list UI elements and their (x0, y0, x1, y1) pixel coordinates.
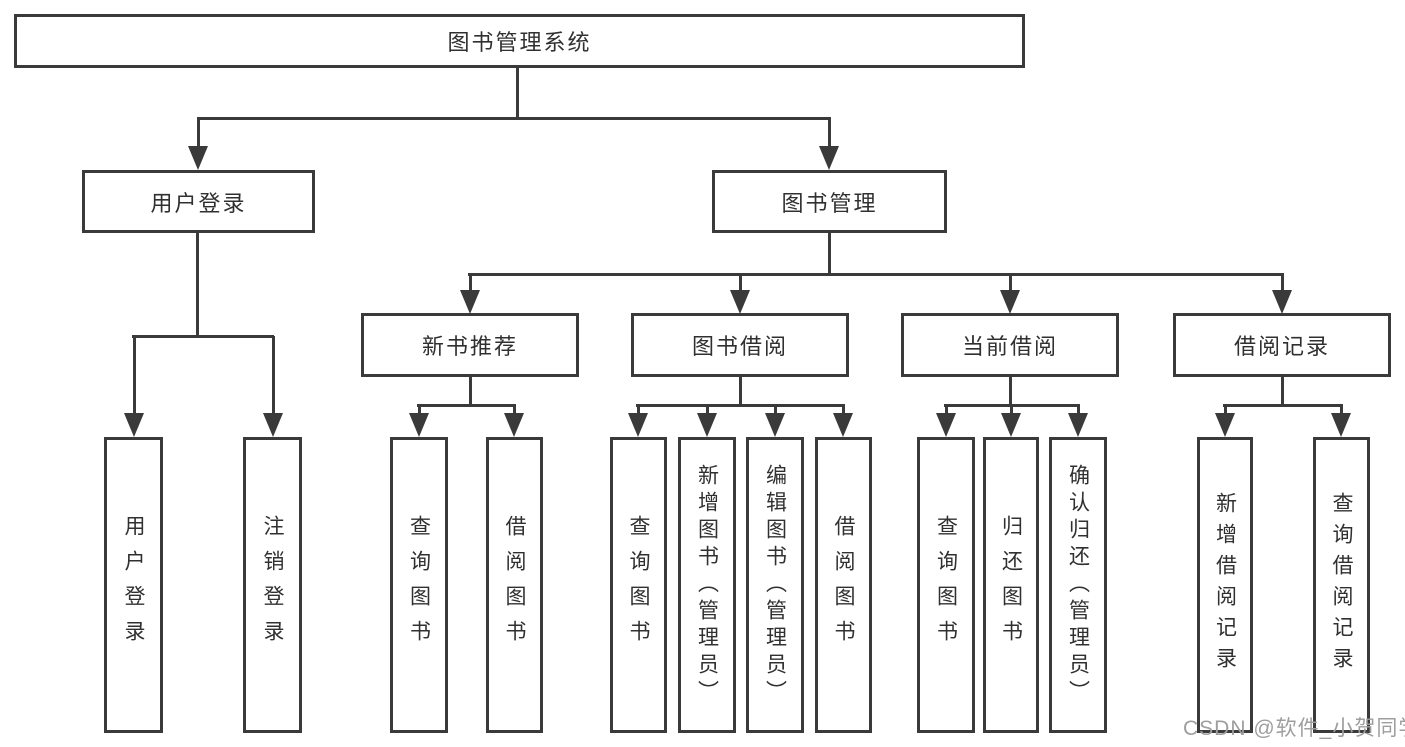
leaf-add-book-admin-label: 新增图书（管理员） (695, 463, 719, 707)
connector-book-borrow-stem (739, 376, 742, 407)
leaf-user-login-label: 用户登录 (122, 515, 145, 655)
arrowhead-to-leaf-borrow-book-1 (504, 405, 524, 437)
node-book-borrow: 图书借阅 (631, 313, 849, 377)
leaf-borrow-book-newrec: 借阅图书 (486, 437, 543, 733)
arrowhead-to-leaf-logout (263, 336, 283, 437)
leaf-user-login: 用户登录 (104, 437, 163, 733)
connector-current-borrow-stem (1009, 376, 1012, 407)
node-borrow-records-label: 借阅记录 (1233, 334, 1330, 359)
node-user-login: 用户登录 (82, 170, 315, 233)
node-root-label: 图书管理系统 (447, 30, 592, 55)
connector-user-login-bar (132, 335, 274, 338)
leaf-borrow-book-borrow-label: 借阅图书 (832, 515, 855, 655)
arrowhead-to-new-book-recommend (460, 273, 480, 314)
arrowhead-to-current-borrow (1000, 273, 1020, 314)
arrowhead-to-leaf-query-book-3 (936, 405, 956, 437)
node-new-book-recommend-label: 新书推荐 (421, 334, 518, 359)
csdn-watermark: CSDN @软件_小贺同学 (1183, 717, 1405, 740)
leaf-logout-label: 注销登录 (261, 515, 284, 655)
arrowhead-to-user-login (188, 117, 208, 170)
connector-new-book-recommend-bar (417, 404, 516, 407)
leaf-return-book-label: 归还图书 (999, 515, 1023, 655)
leaf-add-borrow-record: 新增借阅记录 (1197, 437, 1253, 733)
node-root: 图书管理系统 (14, 14, 1025, 68)
leaf-query-book-borrow-label: 查询图书 (627, 515, 650, 655)
arrowhead-to-leaf-user-login (124, 336, 144, 437)
leaf-query-book-newrec-label: 查询图书 (407, 515, 431, 655)
leaf-add-book-admin: 新增图书（管理员） (678, 437, 736, 733)
node-new-book-recommend: 新书推荐 (361, 313, 579, 377)
connector-borrow-records-bar (1223, 404, 1343, 407)
arrowhead-to-leaf-confirm-return (1068, 405, 1088, 437)
arrowhead-to-leaf-query-book-2 (628, 405, 648, 437)
arrowhead-to-leaf-query-book-1 (409, 405, 429, 437)
leaf-return-book: 归还图书 (983, 437, 1039, 733)
arrowhead-to-leaf-add-book (697, 405, 717, 437)
leaf-query-book-current-label: 查询图书 (934, 515, 958, 655)
node-book-management: 图书管理 (712, 170, 947, 233)
node-book-borrow-label: 图书借阅 (691, 334, 788, 359)
leaf-borrow-book-newrec-label: 借阅图书 (503, 515, 526, 655)
arrowhead-to-leaf-edit-book (765, 405, 785, 437)
arrowhead-to-borrow-records (1272, 273, 1292, 314)
leaf-edit-book-admin-label: 编辑图书（管理员） (763, 463, 787, 707)
leaf-query-borrow-record-label: 查询借阅记录 (1330, 492, 1353, 678)
node-current-borrow-label: 当前借阅 (961, 334, 1058, 359)
arrowhead-to-leaf-borrow-book-2 (833, 405, 853, 437)
arrowhead-to-leaf-add-borrow-record (1215, 405, 1235, 437)
connector-user-login-stem (196, 232, 199, 338)
leaf-logout: 注销登录 (243, 437, 302, 733)
leaf-confirm-return-admin: 确认归还（管理员） (1049, 437, 1107, 733)
connector-borrow-records-stem (1281, 376, 1284, 407)
connector-root-stem (516, 67, 519, 118)
arrowhead-to-book-management (819, 117, 839, 170)
node-borrow-records: 借阅记录 (1173, 313, 1391, 377)
leaf-confirm-return-admin-label: 确认归还（管理员） (1066, 463, 1090, 707)
node-current-borrow: 当前借阅 (901, 313, 1119, 377)
arrowhead-to-leaf-query-borrow-record (1331, 405, 1351, 437)
connector-root-bar (197, 117, 831, 120)
arrowhead-to-leaf-return-book (1001, 405, 1021, 437)
arrowhead-to-book-borrow (730, 273, 750, 314)
leaf-borrow-book-borrow: 借阅图书 (815, 437, 872, 733)
leaf-add-borrow-record-label: 新增借阅记录 (1213, 492, 1237, 678)
node-user-login-label: 用户登录 (150, 190, 247, 216)
connector-book-management-bar (468, 273, 1284, 276)
leaf-query-book-current: 查询图书 (917, 437, 975, 733)
leaf-query-book-borrow: 查询图书 (610, 437, 667, 733)
leaf-edit-book-admin: 编辑图书（管理员） (746, 437, 804, 733)
leaf-query-book-newrec: 查询图书 (390, 437, 448, 733)
connector-book-management-stem (828, 232, 831, 276)
leaf-query-borrow-record: 查询借阅记录 (1313, 437, 1370, 733)
node-book-management-label: 图书管理 (781, 190, 878, 216)
connector-book-borrow-bar (636, 404, 845, 407)
connector-new-book-recommend-stem (469, 376, 472, 407)
